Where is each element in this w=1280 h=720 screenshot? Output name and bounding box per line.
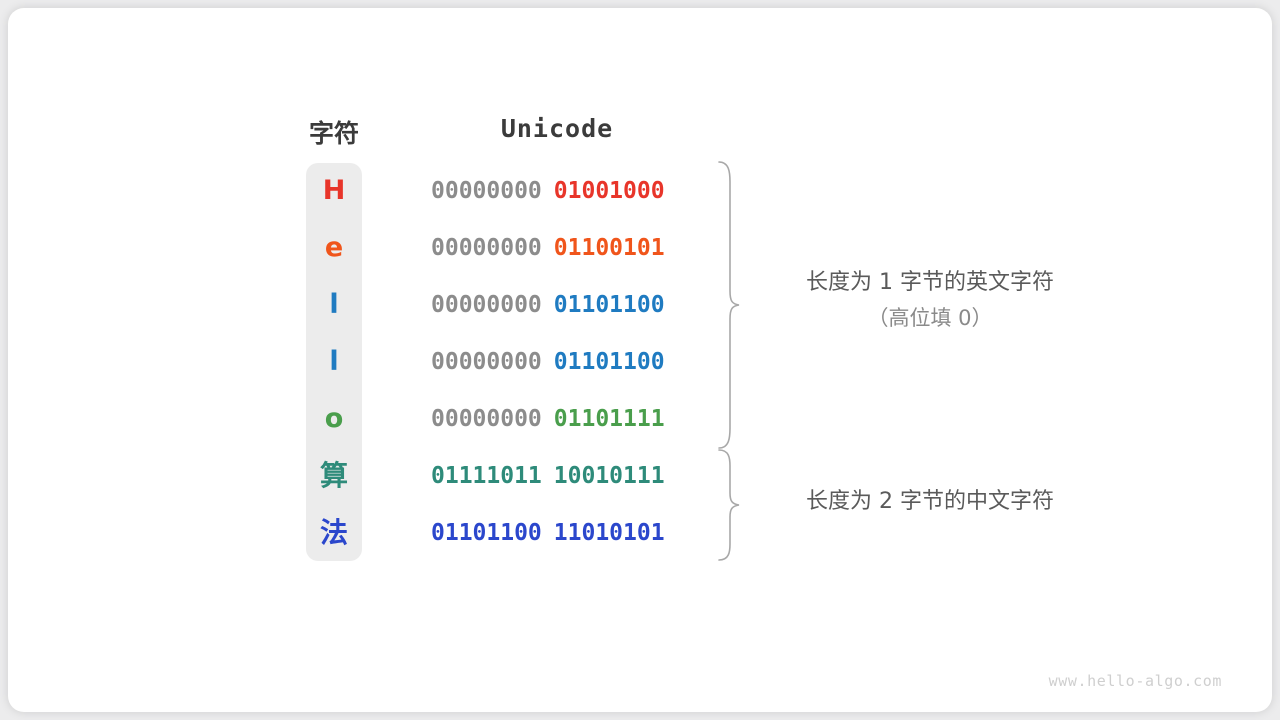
annotation-cjk: 长度为 2 字节的中文字符: [760, 484, 1100, 520]
annotation-cjk-main: 长度为 2 字节的中文字符: [806, 489, 1054, 514]
character-cell: l: [329, 346, 339, 377]
content-card: [8, 8, 1272, 712]
binary-high-byte: 00000000: [431, 349, 542, 375]
character-cell: o: [324, 403, 344, 434]
character-cell: e: [324, 232, 344, 263]
binary-row: 00000000 01101111: [431, 399, 683, 439]
binary-row: 00000000 01101100: [431, 342, 683, 382]
binary-row: 00000000 01101100: [431, 285, 683, 325]
binary-low-byte: 01101100: [553, 292, 665, 318]
binary-low-byte: 01001000: [553, 178, 665, 204]
binary-row: 01111011 10010111: [431, 456, 683, 496]
character-cell: H: [322, 175, 346, 206]
binary-row: 00000000 01001000: [431, 171, 683, 211]
binary-high-byte: 01111011: [431, 463, 542, 489]
character-cell: 算: [319, 459, 348, 492]
binary-low-byte: 01101111: [553, 406, 665, 432]
binary-high-byte: 01101100: [431, 520, 542, 546]
binary-row: 00000000 01100101: [431, 228, 683, 268]
watermark: www.hello-algo.com: [1048, 672, 1222, 690]
character-cell: 法: [319, 516, 348, 549]
column-header-character: 字符: [308, 119, 359, 148]
annotation-ascii-main: 长度为 1 字节的英文字符: [806, 270, 1054, 295]
binary-high-byte: 00000000: [431, 292, 542, 318]
binary-row: 01101100 11010101: [431, 513, 683, 553]
binary-low-byte: 01101100: [553, 349, 665, 375]
binary-high-byte: 00000000: [431, 406, 542, 432]
character-cell: l: [329, 289, 339, 320]
character-column-background: [306, 163, 362, 561]
brace-ascii-rows: [718, 161, 740, 449]
binary-high-byte: 00000000: [431, 235, 542, 261]
binary-low-byte: 11010101: [553, 520, 665, 546]
binary-low-byte: 10010111: [553, 463, 665, 489]
brace-cjk-rows: [718, 449, 740, 561]
annotation-ascii-sub: （高位填 0）: [867, 306, 993, 330]
column-header-unicode: Unicode: [500, 114, 614, 143]
annotation-ascii: 长度为 1 字节的英文字符 （高位填 0）: [760, 265, 1100, 335]
binary-low-byte: 01100101: [553, 235, 665, 261]
binary-high-byte: 00000000: [431, 178, 542, 204]
